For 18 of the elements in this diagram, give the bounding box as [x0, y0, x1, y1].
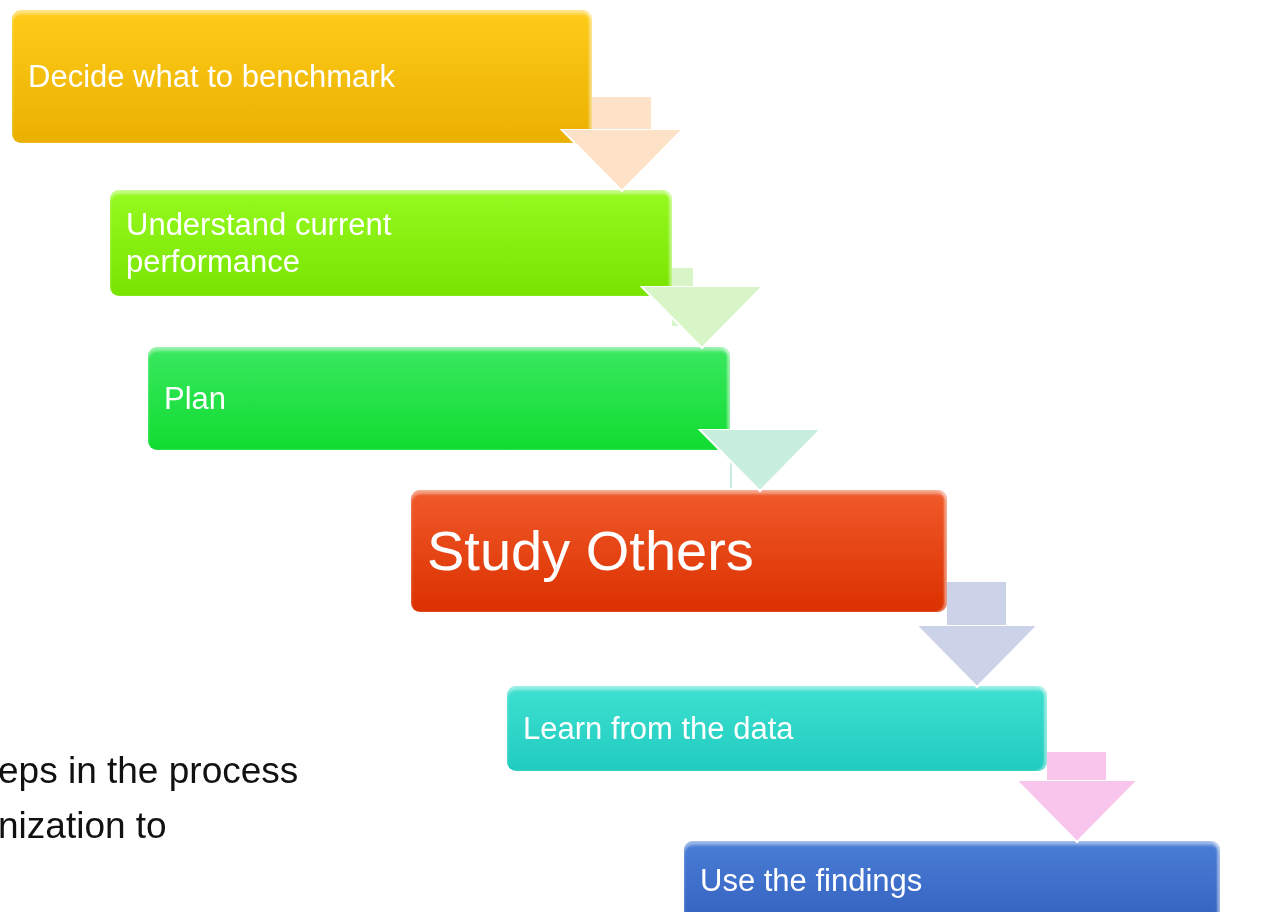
step-label: Use the findings	[700, 862, 923, 900]
down-arrow	[560, 97, 684, 192]
down-arrow	[698, 428, 822, 492]
step-box	[148, 347, 730, 450]
down-arrow	[640, 268, 764, 349]
step-box	[684, 841, 1220, 912]
down-arrow	[1015, 752, 1139, 843]
down-arrow	[915, 582, 1039, 688]
step-label: Understand current performance	[126, 205, 393, 281]
step-box	[12, 10, 592, 143]
step-box	[411, 490, 947, 612]
step-label: Decide what to benchmark	[28, 57, 396, 96]
step-label: Study Others	[427, 518, 754, 585]
step-box	[507, 686, 1047, 771]
step-label: Plan	[164, 379, 227, 418]
cut-off-text: eps in the process nization to	[0, 749, 300, 848]
step-box	[110, 190, 672, 296]
step-label: Learn from the data	[523, 709, 794, 748]
